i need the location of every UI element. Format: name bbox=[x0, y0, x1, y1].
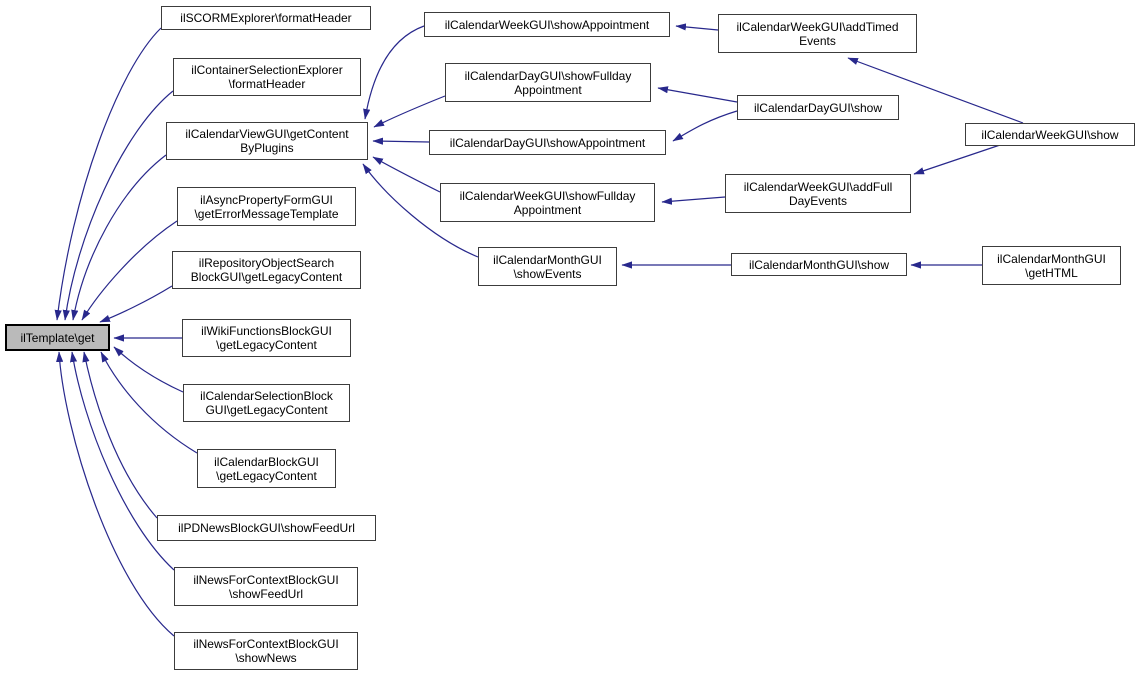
node-calendar-week-gui-add-timed-events[interactable]: ilCalendarWeekGUI\addTimed Events bbox=[718, 14, 917, 53]
node-pd-news-block-gui-show-feed-url[interactable]: ilPDNewsBlockGUI\showFeedUrl bbox=[157, 515, 376, 541]
node-container-selection-explorer-format-header[interactable]: ilContainerSelectionExplorer \formatHead… bbox=[173, 58, 361, 96]
edge-week-show-to-add-timed-events bbox=[847, 57, 1024, 124]
edge-month-show-events-to-get-content bbox=[362, 163, 479, 258]
edge-week-show-appointment-to-get-content bbox=[363, 25, 425, 120]
edge-repository-search-to-template-get bbox=[99, 285, 173, 323]
node-repository-object-search-block-gui-get-legacy-content[interactable]: ilRepositoryObjectSearch BlockGUI\getLeg… bbox=[172, 251, 361, 289]
edge-week-show-to-add-full-day-events bbox=[913, 144, 1001, 175]
node-calendar-block-gui-get-legacy-content[interactable]: ilCalendarBlockGUI \getLegacyContent bbox=[197, 449, 336, 488]
edge-day-show-to-day-show-fullday bbox=[657, 86, 738, 103]
node-calendar-view-gui-get-content-by-plugins[interactable]: ilCalendarViewGUI\getContent ByPlugins bbox=[166, 122, 368, 160]
node-calendar-selection-block-gui-get-legacy-content[interactable]: ilCalendarSelectionBlock GUI\getLegacyCo… bbox=[183, 384, 350, 422]
edge-day-show-appointment-to-get-content bbox=[372, 137, 430, 145]
edge-news-context-feedurl-to-template-get bbox=[69, 351, 175, 571]
node-template-get[interactable]: ilTemplate\get bbox=[5, 324, 110, 351]
node-calendar-week-gui-add-full-day-events[interactable]: ilCalendarWeekGUI\addFull DayEvents bbox=[725, 174, 911, 213]
node-calendar-day-gui-show-appointment[interactable]: ilCalendarDayGUI\showAppointment bbox=[429, 130, 666, 155]
edge-day-show-to-day-show-appointment bbox=[672, 110, 738, 142]
node-calendar-day-gui-show-fullday-appointment[interactable]: ilCalendarDayGUI\showFullday Appointment bbox=[445, 63, 651, 102]
edge-get-content-by-plugins-to-template-get bbox=[71, 154, 167, 321]
node-calendar-week-gui-show[interactable]: ilCalendarWeekGUI\show bbox=[965, 123, 1135, 146]
edge-scorm-format-header-to-template-get bbox=[54, 27, 162, 321]
node-calendar-month-gui-show[interactable]: ilCalendarMonthGUI\show bbox=[731, 253, 907, 276]
node-news-for-context-block-gui-show-news[interactable]: ilNewsForContextBlockGUI \showNews bbox=[174, 632, 358, 670]
edge-add-full-day-events-to-week-show-fullday bbox=[661, 196, 726, 205]
node-calendar-week-gui-show-fullday-appointment[interactable]: ilCalendarWeekGUI\showFullday Appointmen… bbox=[440, 183, 655, 222]
node-wiki-functions-block-gui-get-legacy-content[interactable]: ilWikiFunctionsBlockGUI \getLegacyConten… bbox=[182, 319, 351, 357]
edge-pd-news-to-template-get bbox=[82, 351, 158, 519]
node-async-property-form-gui-get-error-message-template[interactable]: ilAsyncPropertyFormGUI \getErrorMessageT… bbox=[177, 187, 356, 226]
edge-week-show-fullday-to-get-content bbox=[372, 156, 441, 193]
node-calendar-month-gui-show-events[interactable]: ilCalendarMonthGUI \showEvents bbox=[478, 247, 617, 286]
edge-add-timed-events-to-week-show-appointment bbox=[675, 23, 719, 31]
edge-container-selection-to-template-get bbox=[62, 90, 174, 321]
node-calendar-day-gui-show[interactable]: ilCalendarDayGUI\show bbox=[737, 95, 899, 120]
edge-day-show-fullday-to-get-content bbox=[373, 95, 446, 128]
node-calendar-month-gui-get-html[interactable]: ilCalendarMonthGUI \getHTML bbox=[982, 246, 1121, 285]
node-calendar-week-gui-show-appointment[interactable]: ilCalendarWeekGUI\showAppointment bbox=[424, 12, 670, 37]
node-news-for-context-block-gui-show-feed-url[interactable]: ilNewsForContextBlockGUI \showFeedUrl bbox=[174, 567, 358, 606]
edge-news-context-shownews-to-template-get bbox=[56, 351, 175, 637]
edge-calendar-selection-to-template-get bbox=[113, 346, 184, 393]
edge-async-property-to-template-get bbox=[81, 220, 178, 321]
edge-calendar-block-to-template-get bbox=[100, 351, 198, 454]
node-scorm-explorer-format-header[interactable]: ilSCORMExplorer\formatHeader bbox=[161, 6, 371, 30]
